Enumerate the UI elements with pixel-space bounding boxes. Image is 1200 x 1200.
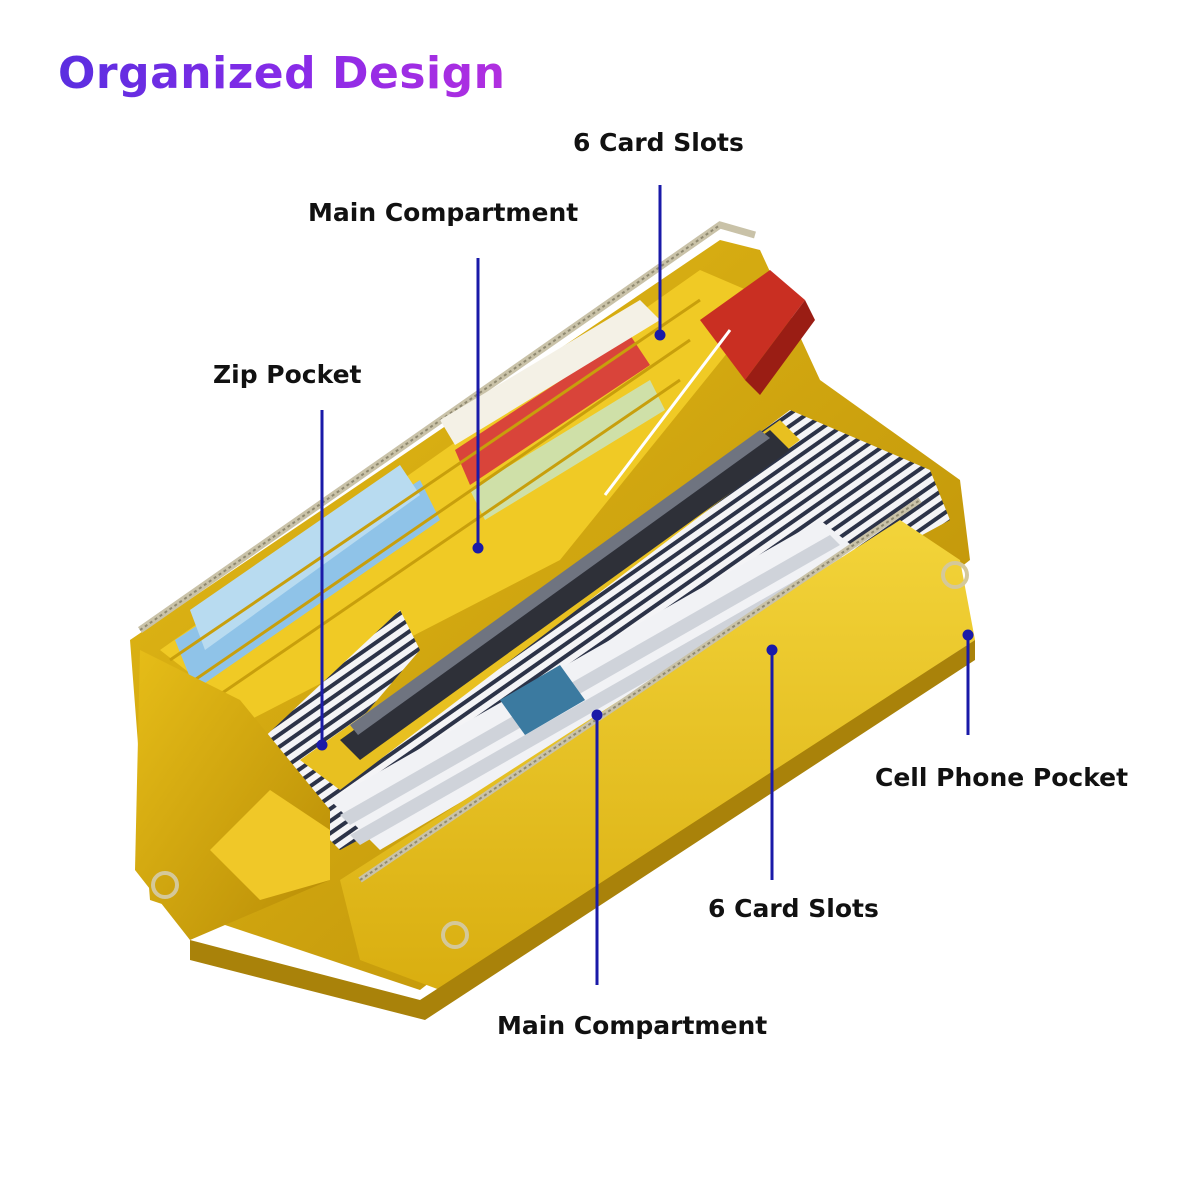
strap-ring-bottom <box>441 921 469 949</box>
card-blue-1 <box>175 480 440 690</box>
striped-lining-left <box>240 610 420 790</box>
phone <box>340 430 790 760</box>
label-main-compartment-top: Main Compartment <box>308 198 579 227</box>
label-zip-pocket: Zip Pocket <box>213 360 362 389</box>
card-red <box>455 335 650 485</box>
label-main-compartment-bottom: Main Compartment <box>497 1011 768 1040</box>
lipstick <box>700 270 805 380</box>
strap-ring-right <box>941 561 969 589</box>
label-card-slots-top: 6 Card Slots <box>573 128 744 157</box>
label-card-slots-bottom: 6 Card Slots <box>708 894 879 923</box>
card-green <box>470 380 665 520</box>
label-cell-phone-pocket: Cell Phone Pocket <box>875 763 1129 792</box>
leader-lines <box>316 185 974 985</box>
strap-ring-left <box>151 871 179 899</box>
card-white <box>440 300 660 445</box>
card-blue-2 <box>190 465 420 650</box>
cell-phone-pocket <box>340 520 975 990</box>
page-title: Organized Design <box>58 48 506 99</box>
